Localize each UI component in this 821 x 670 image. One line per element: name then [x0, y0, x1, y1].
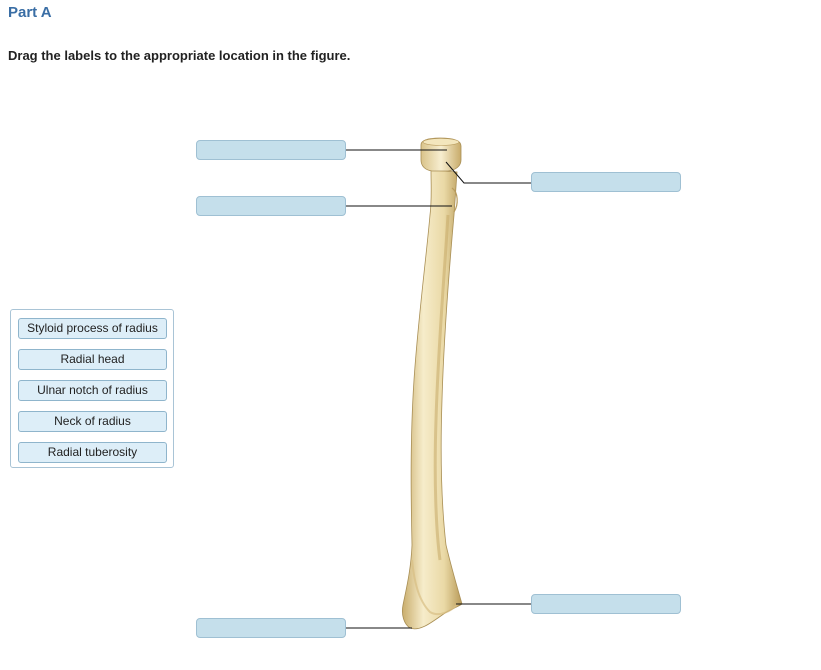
- drop-target-4[interactable]: [531, 594, 681, 614]
- leader-line-2: [445, 161, 531, 184]
- radial-head: [420, 137, 462, 172]
- drop-target-2[interactable]: [196, 196, 346, 216]
- drop-target-5[interactable]: [196, 618, 346, 638]
- label-neck-of-radius[interactable]: Neck of radius: [18, 411, 167, 432]
- label-ulnar-notch-of-radius[interactable]: Ulnar notch of radius: [18, 380, 167, 401]
- instruction-text: Drag the labels to the appropriate locat…: [8, 48, 351, 63]
- label-radial-head[interactable]: Radial head: [18, 349, 167, 370]
- drop-target-1[interactable]: [196, 140, 346, 160]
- label-radial-tuberosity[interactable]: Radial tuberosity: [18, 442, 167, 463]
- radius-shaft: [402, 169, 463, 630]
- drop-target-3[interactable]: [531, 172, 681, 192]
- label-styloid-process-of-radius[interactable]: Styloid process of radius: [18, 318, 167, 339]
- radial-tuberosity-bump: [451, 187, 458, 213]
- distal-end-shade: [411, 559, 459, 616]
- part-title: Part A: [8, 4, 52, 21]
- shaft-shadow: [433, 214, 450, 561]
- radial-head-fovea: [422, 138, 460, 146]
- label-bank: Styloid process of radius Radial head Ul…: [10, 309, 174, 468]
